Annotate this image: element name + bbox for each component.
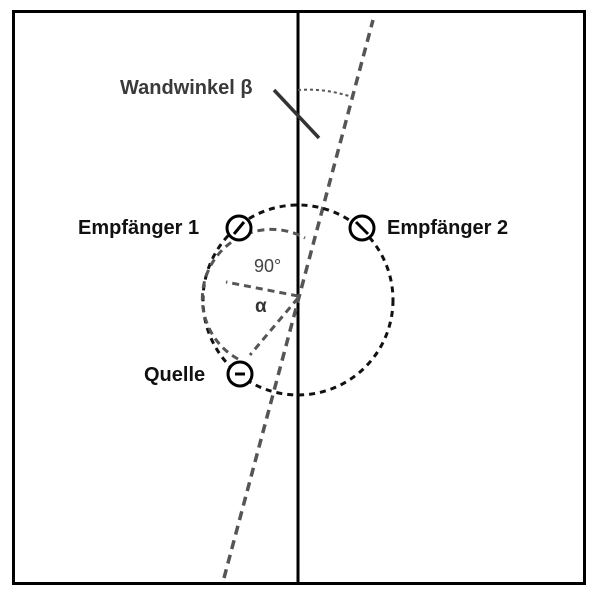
radius-to-source xyxy=(248,297,300,356)
receiver-1-label: Empfänger 1 xyxy=(78,217,199,239)
wall-angle-arc xyxy=(297,88,353,98)
receiver-2-marker xyxy=(348,214,376,242)
alpha-label: α xyxy=(255,296,267,317)
radius-to-receiver-1 xyxy=(225,280,299,298)
source-label: Quelle xyxy=(144,364,205,386)
right-angle-arc xyxy=(200,227,306,361)
source-marker xyxy=(226,360,254,388)
wall-angle-pointer xyxy=(272,88,321,140)
receiver-2-label: Empfänger 2 xyxy=(387,217,508,239)
wall-angle-label: Wandwinkel β xyxy=(120,77,253,99)
receiver-1-marker xyxy=(225,214,253,242)
measurement-circle xyxy=(201,203,395,397)
right-angle-label: 90° xyxy=(254,256,281,276)
